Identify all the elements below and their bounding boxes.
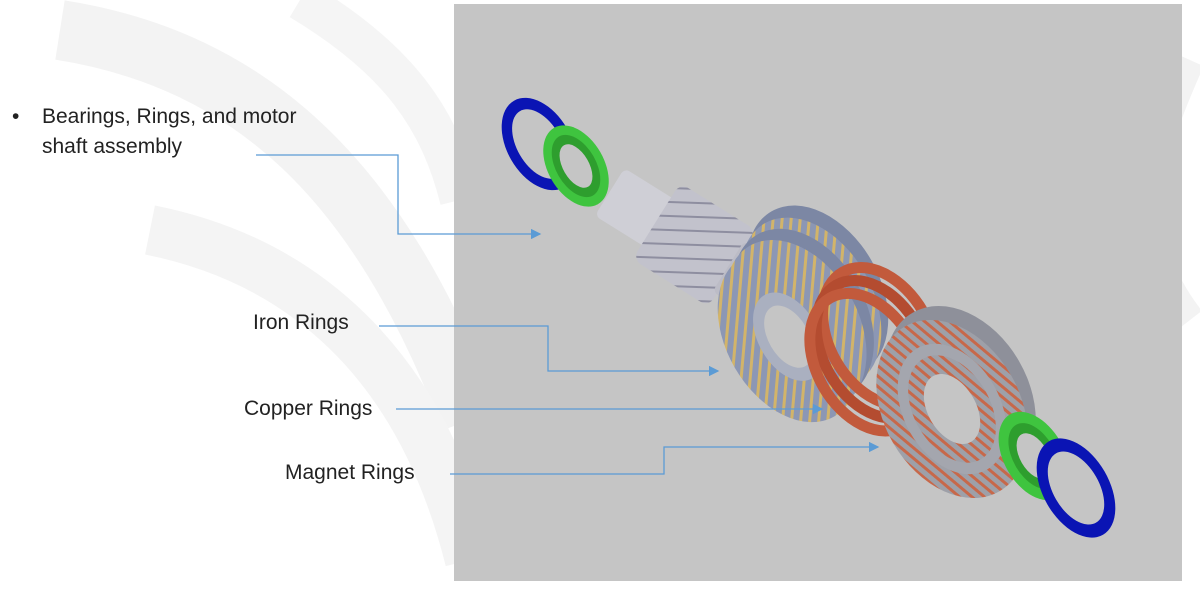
green-ring-top bbox=[543, 125, 609, 207]
bullet-item: • Bearings, Rings, and motor shaft assem… bbox=[12, 102, 342, 162]
label-iron-rings: Iron Rings bbox=[253, 311, 349, 334]
blue-bearing-bottom bbox=[1036, 438, 1116, 538]
magnet-rings bbox=[876, 306, 1036, 499]
bullet-text: Bearings, Rings, and motor shaft assembl… bbox=[42, 105, 297, 158]
bullet-symbol: • bbox=[12, 105, 20, 128]
label-copper-rings: Copper Rings bbox=[244, 397, 373, 420]
motor-exploded-view bbox=[501, 97, 1116, 538]
label-magnet-rings: Magnet Rings bbox=[285, 461, 415, 484]
